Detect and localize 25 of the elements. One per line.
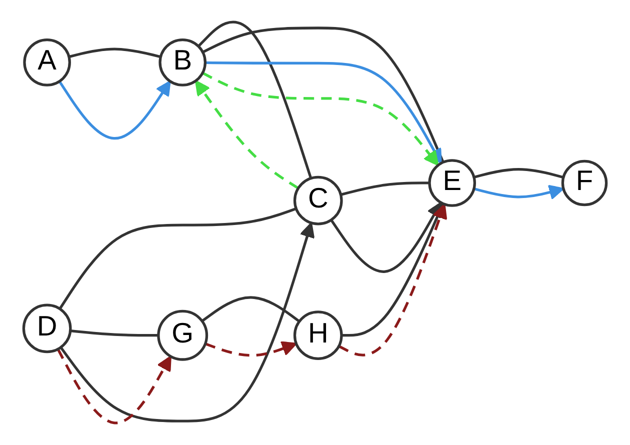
- node-circle: G: [157, 310, 208, 361]
- arrow: [58, 80, 171, 140]
- arrow: [204, 341, 297, 357]
- connector: [474, 168, 564, 179]
- connector: [202, 26, 444, 163]
- connector: [340, 182, 430, 196]
- connector: [68, 48, 162, 58]
- connector: [58, 207, 297, 310]
- connector: [342, 203, 444, 337]
- node-circle: F: [561, 160, 608, 206]
- node-circle: A: [23, 38, 71, 86]
- node-circle: D: [22, 304, 72, 354]
- arrow: [194, 80, 300, 190]
- node-circle: C: [293, 176, 343, 226]
- connector: [197, 20, 312, 179]
- arrow: [474, 184, 564, 200]
- connector: [70, 330, 158, 337]
- node-circle: E: [428, 159, 476, 207]
- node-circle: H: [293, 310, 343, 360]
- arrow: [338, 204, 448, 356]
- arrow: [56, 348, 172, 424]
- arrow: [60, 222, 315, 422]
- connector: [201, 296, 300, 323]
- arrow: [330, 202, 442, 273]
- node-circle: B: [158, 38, 206, 86]
